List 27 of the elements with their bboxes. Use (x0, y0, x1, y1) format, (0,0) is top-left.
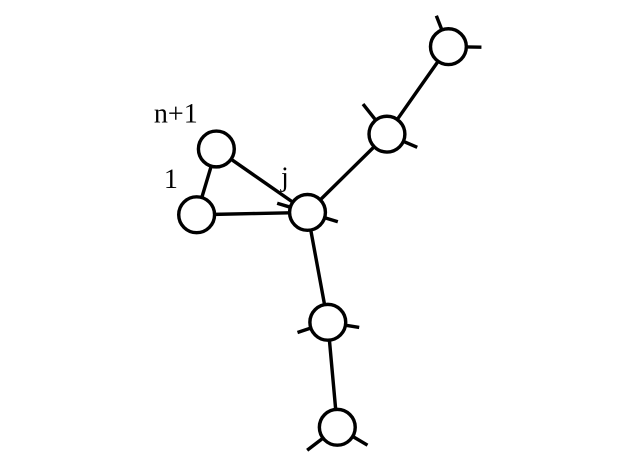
node-circle (287, 192, 327, 232)
node-circle (366, 114, 406, 154)
connector (296, 326, 310, 334)
connector (276, 202, 290, 209)
node-circle (308, 302, 347, 342)
connector (308, 230, 326, 305)
node-label: j (280, 162, 288, 193)
connector (214, 211, 290, 216)
node-circle (196, 129, 236, 169)
node-circle (428, 27, 468, 66)
connector (324, 216, 338, 224)
connector (230, 158, 294, 204)
connector (318, 146, 375, 201)
connector (345, 324, 359, 330)
node-circle (176, 195, 216, 234)
connector (351, 435, 368, 447)
connector (434, 15, 443, 30)
connector (200, 166, 212, 198)
connector (361, 103, 377, 122)
node-circle (317, 408, 356, 447)
connector (395, 60, 439, 120)
node-label: n+1 (153, 98, 198, 130)
connector (327, 340, 337, 410)
connector (306, 437, 324, 452)
connector (402, 140, 418, 149)
connector (466, 45, 481, 49)
node-label: 1 (163, 164, 178, 196)
